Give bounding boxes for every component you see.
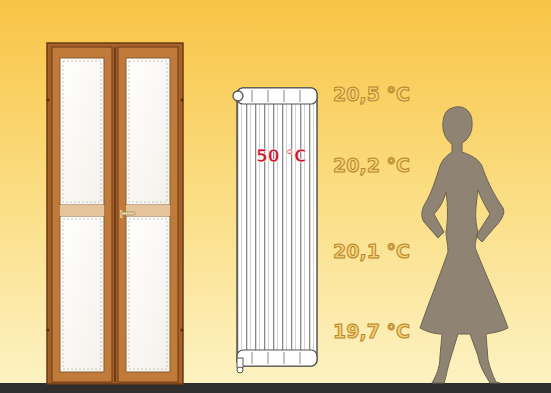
door xyxy=(47,43,184,384)
air-temperature: 20,5 °C xyxy=(333,83,410,105)
air-temperature: 20,2 °C xyxy=(333,154,410,176)
air-temperature: 20,1 °C xyxy=(333,240,410,262)
radiator-temperature: 50 °C xyxy=(256,146,307,166)
air-temperature: 19,7 °C xyxy=(333,320,410,342)
radiator xyxy=(233,88,317,373)
woman-silhouette xyxy=(420,107,508,383)
